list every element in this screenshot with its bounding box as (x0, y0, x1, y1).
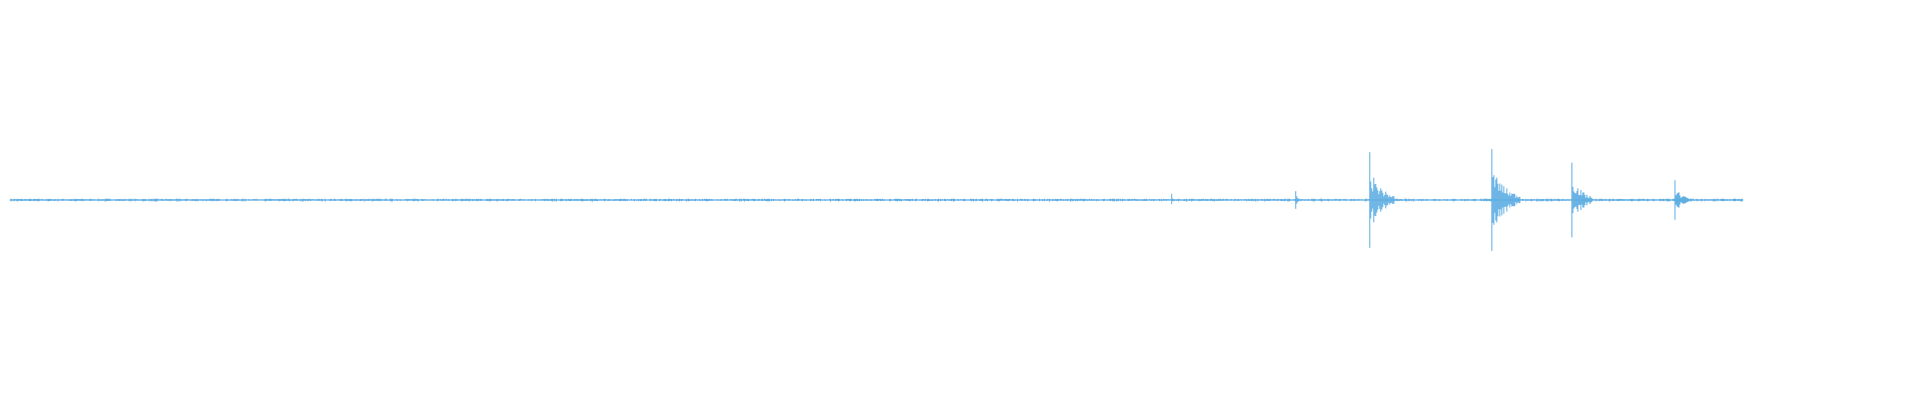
waveform-series (9, 149, 1744, 251)
